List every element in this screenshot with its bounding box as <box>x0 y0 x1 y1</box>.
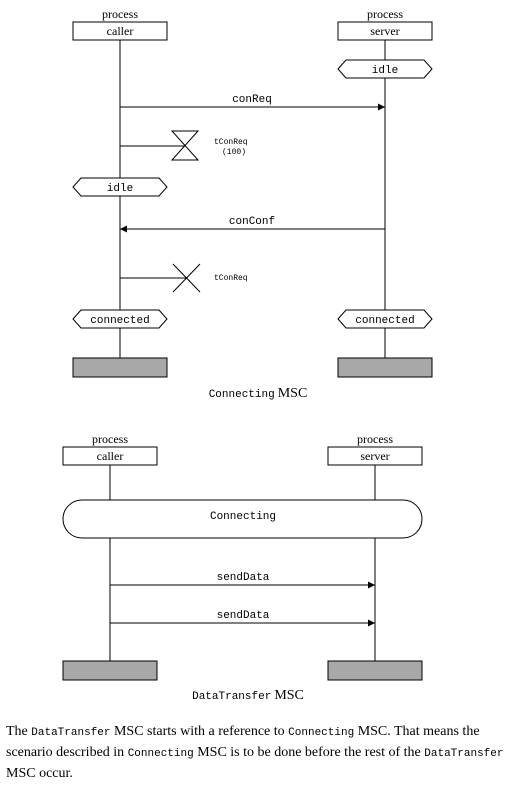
connecting-caption-code: Connecting <box>209 389 275 401</box>
senddata-label-1: sendData <box>217 572 270 584</box>
datatransfer-caption-text: MSC <box>274 688 304 703</box>
timer-set-name: tConReq <box>214 138 248 147</box>
timer-set-value: (100) <box>222 148 246 157</box>
timer-reset-name: tConReq <box>214 274 248 283</box>
server-state-connected-label: connected <box>355 315 414 327</box>
desc-code-2: Connecting <box>288 727 355 739</box>
datatransfer-caption-code: DataTransfer <box>192 691 271 703</box>
connecting-reference-label: Connecting <box>210 511 276 523</box>
server-kind: process <box>367 7 403 21</box>
desc-text-2: MSC starts with a reference to <box>110 724 289 739</box>
caller-name: caller <box>107 24 134 38</box>
server-state-connected <box>337 309 433 329</box>
conconf-label: conConf <box>229 216 275 228</box>
caller-state-idle <box>72 177 168 197</box>
dt-server-end <box>327 660 423 681</box>
dt-caller-end <box>62 660 158 681</box>
server-state-idle <box>337 59 433 79</box>
server-end <box>337 357 433 378</box>
desc-text-5: MSC occur. <box>6 766 73 781</box>
msc-diagrams: process caller process server idle conRe… <box>62 7 433 703</box>
caller-end <box>72 357 168 378</box>
connecting-reference <box>62 499 423 539</box>
desc-text-3: MSC. That means the scenario described i… <box>6 724 480 760</box>
dt-server-kind: process <box>357 432 393 446</box>
desc-code-1: DataTransfer <box>31 727 111 739</box>
dt-caller-kind: process <box>92 432 128 446</box>
desc-text-1: The <box>6 724 32 739</box>
server-state-idle-label: idle <box>372 65 398 77</box>
caller-kind: process <box>102 7 138 21</box>
caller-state-connected-label: connected <box>90 315 149 327</box>
desc-code-3: Connecting <box>127 748 194 760</box>
desc-text-4: MSC is to be done before the rest of the <box>193 745 425 760</box>
dt-caller-name: caller <box>97 449 124 463</box>
caller-state-connected <box>72 309 168 329</box>
datatransfer-msc: process caller process server Connecting… <box>62 432 423 703</box>
caller-state-idle-label: idle <box>107 183 133 195</box>
senddata-label-2: sendData <box>217 610 270 622</box>
timer-reset-icon-b <box>172 263 201 293</box>
dt-server-name: server <box>360 449 389 463</box>
server-name: server <box>370 24 399 38</box>
desc-code-4: DataTransfer <box>424 748 504 760</box>
connecting-msc: process caller process server idle conRe… <box>72 7 433 401</box>
connecting-caption-text: MSC <box>278 386 308 401</box>
description-paragraph: The DataTransfer MSC starts with a refer… <box>6 722 510 783</box>
conreq-label: conReq <box>232 94 272 106</box>
timer-set-icon <box>170 130 200 161</box>
